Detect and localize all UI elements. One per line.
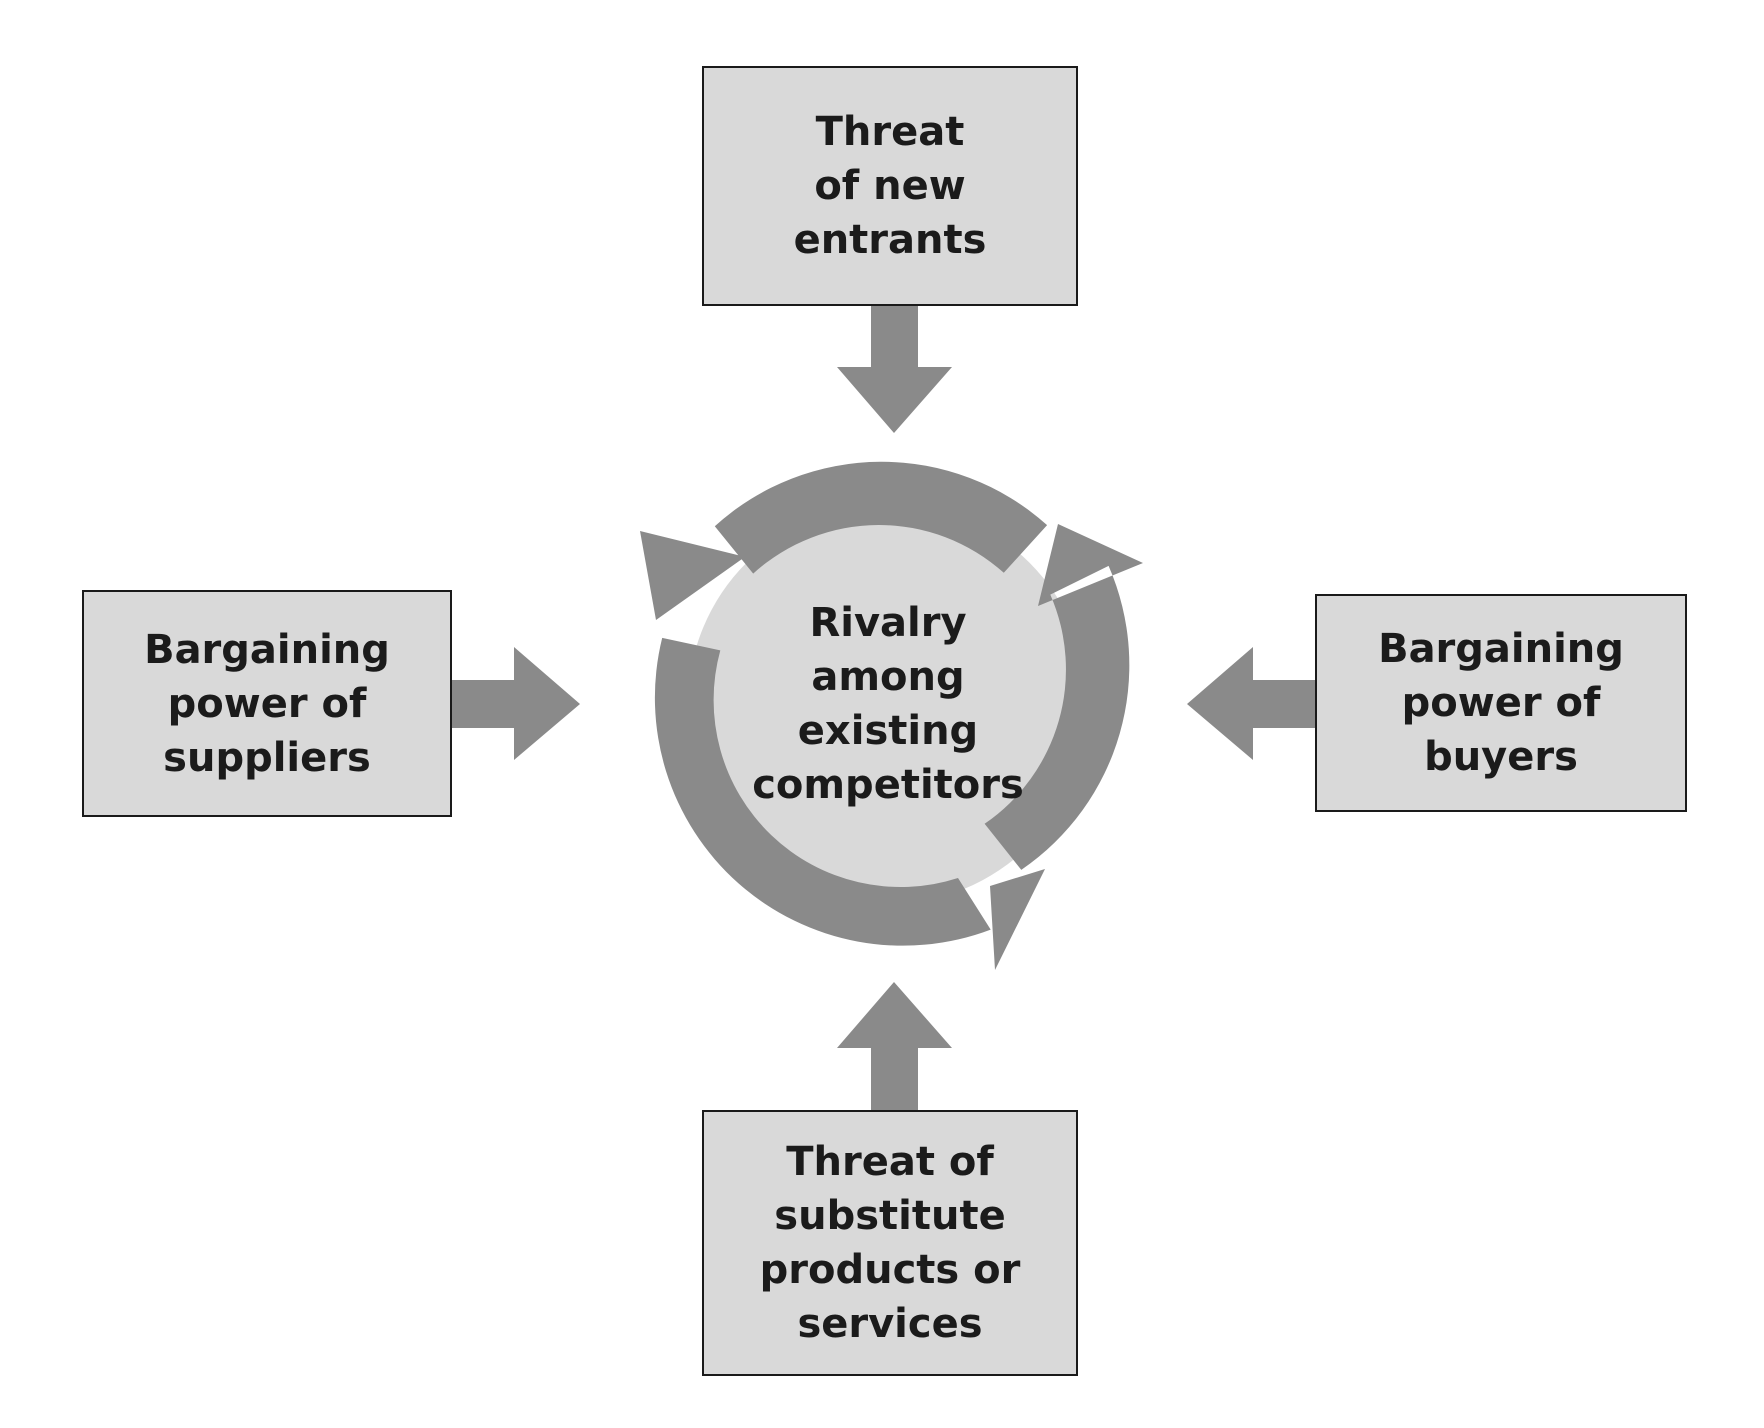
cycle-arrows-icon xyxy=(640,461,1143,970)
box-text-line: of new xyxy=(814,163,966,209)
box-text-line: power of xyxy=(167,680,367,727)
box-text-line: Threat xyxy=(815,109,965,155)
arrow-left-icon xyxy=(1187,647,1316,760)
center-text-line: among xyxy=(811,654,965,700)
cycle-arrow-bottom xyxy=(654,637,1045,970)
arrow-down-icon xyxy=(837,305,952,433)
center-text-line: Rivalry xyxy=(809,600,967,646)
box-text-line: suppliers xyxy=(163,734,371,781)
threat-of-substitutes-box: Threat of substitute products or service… xyxy=(702,1110,1078,1376)
rivalry-circle xyxy=(688,504,1088,904)
cycle-arrow-top xyxy=(640,461,1048,620)
cycle-arrow-right xyxy=(984,524,1143,870)
box-text-line: Threat of xyxy=(786,1139,994,1185)
bargaining-power-of-buyers-box: Bargaining power of buyers xyxy=(1315,594,1687,812)
center-text-line: existing xyxy=(797,708,979,754)
box-text-line: entrants xyxy=(793,217,987,263)
box-text-line: power of xyxy=(1401,680,1601,726)
box-text-line: Bargaining xyxy=(1378,626,1624,672)
box-text-line: buyers xyxy=(1424,734,1578,780)
box-text-line: services xyxy=(797,1301,983,1347)
bargaining-power-of-suppliers-box: Bargaining power of suppliers xyxy=(82,590,452,817)
threat-of-new-entrants-box: Threat of new entrants xyxy=(702,66,1078,306)
box-text-line: substitute xyxy=(774,1193,1006,1239)
box-text-line: Bargaining xyxy=(144,626,390,673)
box-text-line: products or xyxy=(759,1247,1021,1293)
center-text-line: competitors xyxy=(752,762,1024,808)
arrow-right-icon xyxy=(451,647,580,760)
arrow-up-icon xyxy=(837,982,952,1112)
rivalry-label: Rivalry among existing competitors xyxy=(738,594,1038,814)
